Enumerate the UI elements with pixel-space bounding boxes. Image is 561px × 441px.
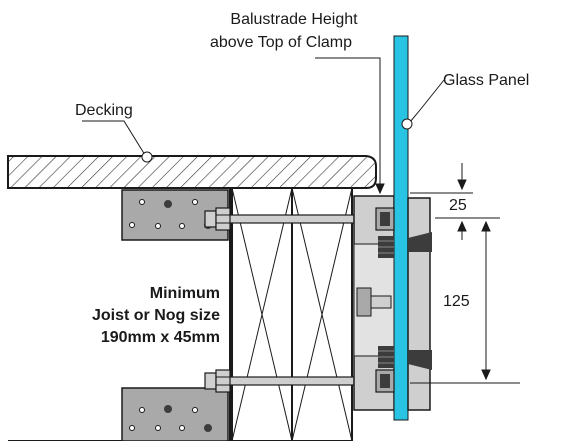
dimension-lines [82, 57, 520, 384]
balustrade-height-label-line2: above Top of Clamp [210, 34, 352, 51]
dimension-125-label: 125 [443, 293, 470, 310]
glass-panel [393, 35, 409, 421]
joist-label-line3: 190mm x 45mm [101, 329, 220, 346]
clamp-outer-plate [407, 197, 432, 411]
angle-bracket-bottom [121, 387, 229, 441]
dimension-25-label: 25 [449, 197, 467, 214]
clamp-gasket-bottom [378, 346, 394, 368]
decking-label: Decking [75, 102, 133, 119]
clamp-nut-bottom [375, 369, 395, 393]
decking-leader-dot [141, 151, 153, 163]
decking-board [7, 155, 377, 189]
timber-blocking [231, 187, 353, 441]
glass-leader-dot [401, 118, 413, 130]
clamp-gasket-top [378, 236, 394, 258]
balustrade-height-label-line1: Balustrade Height [230, 11, 358, 28]
joist-label-line1: Minimum [150, 285, 220, 302]
joist-label-line2: Joist or Nog size [92, 307, 220, 324]
glass-panel-label: Glass Panel [443, 72, 529, 89]
clamp-nut-top [375, 207, 395, 231]
